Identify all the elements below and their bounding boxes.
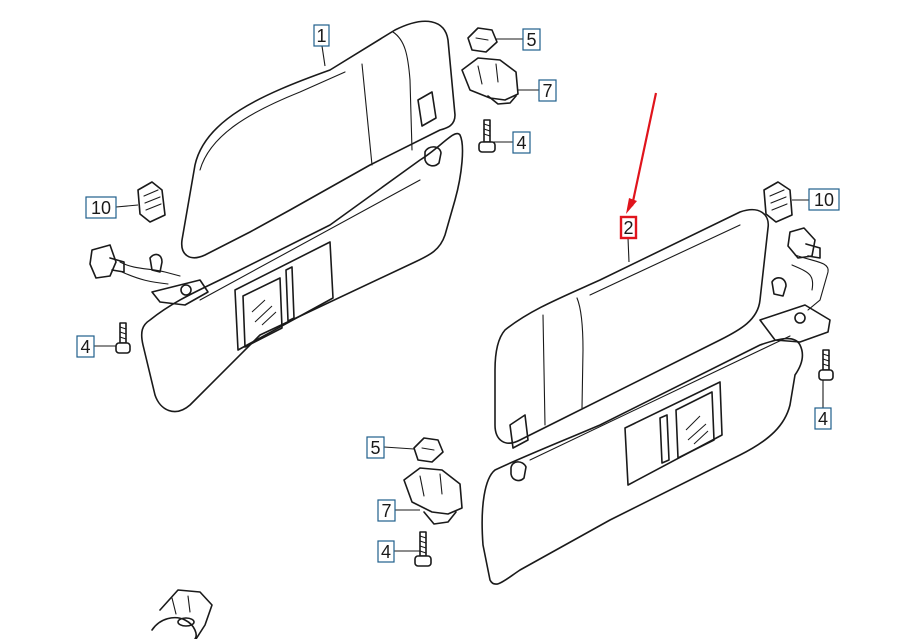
callout-left-screw-4[interactable]: 4 — [80, 337, 90, 357]
callout-box — [76, 335, 95, 358]
left-screw-4[interactable] — [115, 322, 131, 354]
right-wire-connector[interactable] — [787, 227, 821, 259]
callout-bottom-screw-4[interactable]: 4 — [381, 542, 391, 562]
callout-box — [377, 499, 396, 522]
highlight-arrowhead — [626, 198, 637, 214]
right-clip-10[interactable] — [763, 181, 793, 223]
bottom-mount-partial — [151, 589, 213, 639]
bottom-screw-4[interactable] — [414, 531, 432, 567]
highlight-arrow — [630, 92, 658, 207]
callout-right-screw-4[interactable]: 4 — [818, 409, 828, 429]
left-wire-connector[interactable] — [89, 244, 125, 279]
callout-left-clip-10[interactable]: 10 — [91, 198, 111, 218]
callout-bottom-clip-5[interactable]: 5 — [370, 438, 380, 458]
callout-box — [522, 28, 541, 51]
right-screw-4[interactable] — [818, 349, 834, 381]
bottom-clip-5[interactable] — [413, 437, 444, 463]
top-screw-4[interactable] — [478, 119, 496, 153]
callout-top-clip-5[interactable]: 5 — [526, 30, 536, 50]
callout-bottom-bracket-7[interactable]: 7 — [381, 501, 391, 521]
callout-left-visor[interactable]: 1 — [316, 26, 326, 46]
callout-box — [85, 196, 117, 219]
callout-top-screw-4[interactable]: 4 — [516, 133, 526, 153]
callout-box — [512, 131, 531, 154]
bottom-bracket-7[interactable] — [403, 467, 463, 525]
right-sun-visor[interactable] — [481, 208, 831, 585]
top-clip-5[interactable] — [467, 27, 498, 53]
callout-box — [377, 540, 395, 563]
callout-right-clip-10[interactable]: 10 — [814, 190, 834, 210]
left-clip-10[interactable] — [137, 181, 166, 223]
callout-box — [814, 407, 832, 430]
callout-box — [808, 188, 840, 211]
callout-box — [538, 79, 557, 102]
callout-box — [313, 24, 330, 47]
callout-right-visor[interactable]: 2 — [623, 218, 633, 238]
callout-box — [366, 436, 385, 459]
callout-top-bracket-7[interactable]: 7 — [542, 81, 552, 101]
left-sun-visor[interactable] — [119, 20, 464, 413]
callout-highlight-box — [619, 215, 638, 240]
top-bracket-7[interactable] — [461, 57, 519, 105]
